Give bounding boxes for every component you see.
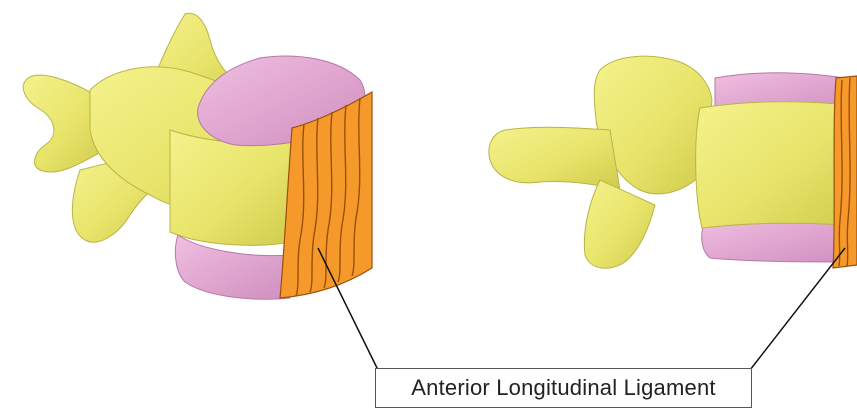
callout-label-box: Anterior Longitudinal Ligament xyxy=(375,368,752,408)
left-vertebral-body xyxy=(170,130,300,245)
right-vertebral-body xyxy=(696,102,857,228)
callout-label: Anterior Longitudinal Ligament xyxy=(411,375,715,401)
right-articular-process xyxy=(584,180,655,268)
right-leader-line xyxy=(750,248,845,370)
right-vertebra-model xyxy=(489,56,857,268)
left-vertebra-model xyxy=(23,13,372,299)
right-anterior-longitudinal-ligament xyxy=(833,76,857,268)
